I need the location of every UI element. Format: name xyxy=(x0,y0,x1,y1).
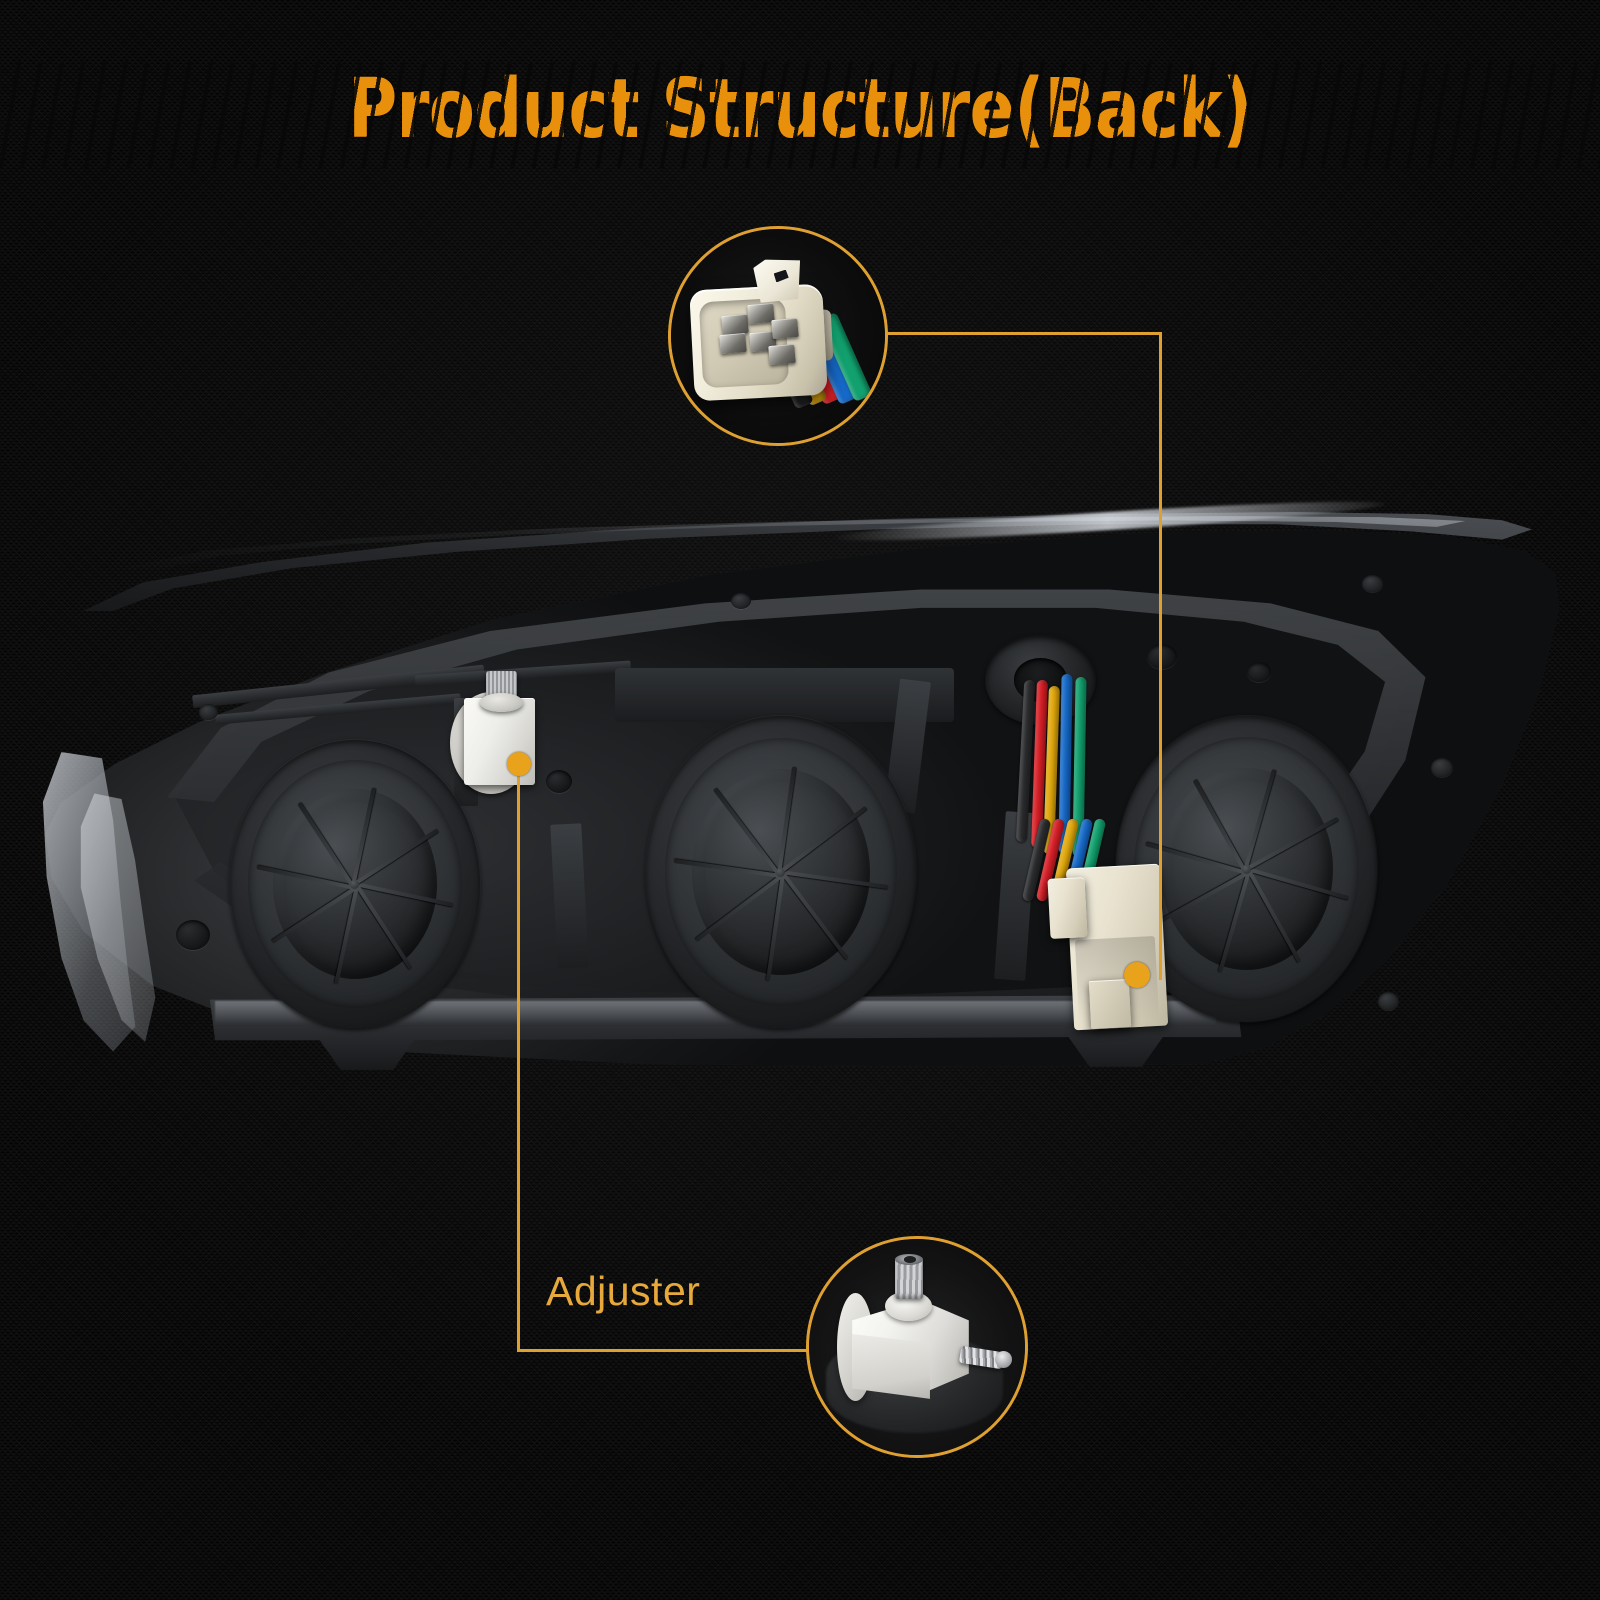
screw-boss-top-center xyxy=(730,593,751,609)
adjuster-knob xyxy=(895,1258,924,1300)
mounting-hole-left xyxy=(176,920,211,950)
screw-boss-bottom-right xyxy=(1377,992,1399,1010)
page-title: Product Structure(Back) xyxy=(347,62,1253,157)
connector-leader-endpoint xyxy=(1124,962,1150,988)
adjuster-leader-endpoint xyxy=(507,752,531,776)
adjuster-callout-circle xyxy=(806,1236,1028,1458)
screw-boss-left xyxy=(199,704,219,720)
locator-boss-right-2 xyxy=(1246,662,1271,682)
connector-callout-content xyxy=(671,229,885,443)
adjuster-leader-horizontal xyxy=(517,1349,807,1352)
adjuster-front-face xyxy=(852,1334,930,1399)
connector-leader-vertical xyxy=(1159,332,1162,980)
bulb-access-cover-left xyxy=(230,740,480,1028)
connector-latch-wing xyxy=(1047,877,1088,939)
connector-pin xyxy=(719,332,747,355)
connector-leader-horizontal xyxy=(880,332,1162,335)
connector-pin xyxy=(768,343,796,365)
cover-hub xyxy=(350,879,360,889)
connector-pin xyxy=(770,317,799,340)
cover-hub xyxy=(776,867,786,877)
connector-pin xyxy=(721,313,749,335)
adjuster-collar xyxy=(479,693,523,713)
adjuster-callout-content xyxy=(809,1239,1025,1455)
cover-hub xyxy=(1242,864,1252,874)
connector-lock-tab xyxy=(1088,978,1131,1030)
locator-boss-center xyxy=(545,770,572,793)
adjuster-label: Adjuster xyxy=(546,1268,701,1314)
screw-boss-right xyxy=(1431,758,1454,777)
adjuster-knob-socket xyxy=(904,1256,916,1263)
bulb-access-cover-center xyxy=(646,716,916,1028)
screw-boss-top-right xyxy=(1362,575,1384,592)
headlight-assembly xyxy=(30,495,1570,1100)
connector-callout-circle xyxy=(668,226,888,446)
adjuster-leader-vertical xyxy=(517,762,520,1352)
